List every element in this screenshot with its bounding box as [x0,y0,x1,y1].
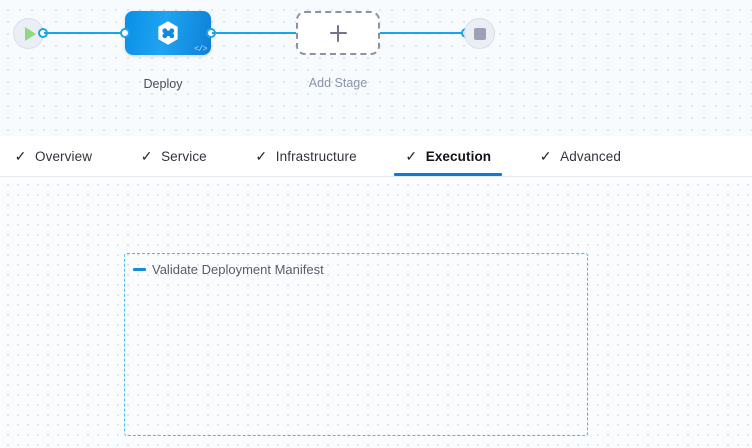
tab-label: Infrastructure [275,149,357,164]
link-addstage-to-end [380,32,465,34]
link-start-to-deploy [44,32,126,34]
stage-label-deploy: Deploy [143,77,183,91]
harness-hexagon-icon [158,21,178,45]
tab-label: Advanced [560,149,621,164]
tab-advanced[interactable]: ✓ Advanced [539,137,621,176]
stage-code-badge: </> [194,45,207,54]
add-stage-label: Add Stage [308,76,368,90]
tab-infrastructure[interactable]: ✓ Infrastructure [255,137,357,176]
tab-label: Execution [425,149,492,164]
port-deploy-in[interactable] [120,28,130,38]
tab-overview[interactable]: ✓ Overview [14,137,92,176]
step-group-title: Validate Deployment Manifest [152,262,324,277]
check-icon: ✓ [255,147,268,164]
check-icon: ✓ [539,147,552,164]
stage-canvas[interactable]: </> Deploy Add Stage [0,0,752,136]
minus-icon[interactable] [133,268,146,271]
step-group-header[interactable]: Validate Deployment Manifest [133,262,324,277]
link-deploy-to-addstage [212,32,298,34]
stage-tabbar: ✓ Overview ✓ Service ✓ Infrastructure ✓ … [0,136,752,177]
check-icon: ✓ [140,147,153,164]
play-icon [25,26,36,41]
pipeline-end-node[interactable] [464,18,495,49]
plus-icon [329,24,347,42]
check-icon: ✓ [405,147,418,164]
tab-execution[interactable]: ✓ Execution [393,137,503,176]
add-stage-button[interactable] [296,11,380,55]
tab-label: Service [161,149,207,164]
execution-canvas[interactable]: Validate Deployment Manifest </> Dry Run [0,177,752,448]
tab-label: Overview [35,149,93,164]
stage-node-deploy[interactable]: </> [125,11,211,55]
stop-icon [473,27,486,40]
tab-service[interactable]: ✓ Service [140,137,207,176]
step-group-validate-deployment-manifest[interactable] [124,253,588,436]
check-icon: ✓ [14,147,27,164]
